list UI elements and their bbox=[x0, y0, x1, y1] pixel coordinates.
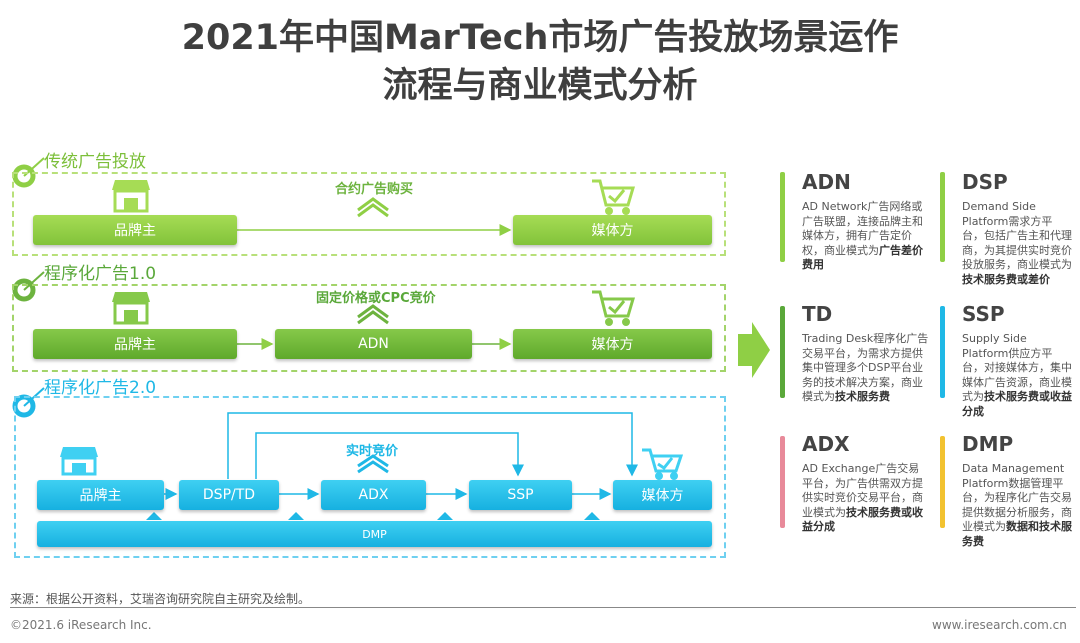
definition-dmp-color-bar bbox=[940, 436, 945, 528]
definition-dsp-desc: Demand Side Platform需求方平台，包括广告主和代理商，为其提供… bbox=[962, 200, 1072, 286]
definition-dmp-desc: Data Management Platform数据管理平台，为程序化广告交易提… bbox=[962, 462, 1072, 548]
definition-adn-color-bar bbox=[780, 172, 785, 262]
arrow-dsp-to-ssp-direct bbox=[255, 432, 524, 479]
node-media: 媒体方 bbox=[613, 480, 712, 510]
node-dmp: DMP bbox=[37, 521, 712, 547]
definition-dmp-term: DMP bbox=[962, 432, 1014, 456]
programmatic2-action-label: 实时竞价 bbox=[346, 444, 399, 459]
node-media: 媒体方 bbox=[513, 329, 712, 359]
section-programmatic1-frame bbox=[12, 284, 726, 372]
shopping-cart-icon bbox=[592, 290, 636, 326]
definition-dsp-color-bar bbox=[940, 172, 945, 262]
chevron-up-icon bbox=[357, 304, 389, 325]
dmp-connector-icon bbox=[584, 512, 600, 520]
shop-icon bbox=[60, 447, 98, 476]
node-adx: ADX bbox=[321, 480, 426, 510]
programmatic1-action-label: 固定价格或CPC竞价 bbox=[316, 291, 436, 306]
definition-td-term: TD bbox=[802, 302, 833, 326]
arrow-dsp-to-media-direct bbox=[227, 412, 638, 479]
node-ssp: SSP bbox=[469, 480, 572, 510]
node-brand: 品牌主 bbox=[37, 480, 164, 510]
shop-icon bbox=[112, 292, 150, 325]
section-programmatic2-label: 程序化广告2.0 bbox=[44, 378, 157, 398]
definition-ssp-term: SSP bbox=[962, 302, 1005, 326]
node-brand: 品牌主 bbox=[33, 215, 237, 245]
definition-td-desc: Trading Desk程序化广告交易平台，为需求方提供集中管理多个DSP平台业… bbox=[802, 332, 929, 404]
node-adn: ADN bbox=[275, 329, 472, 359]
dmp-connector-icon bbox=[146, 512, 162, 520]
footer-divider bbox=[10, 607, 1076, 608]
definition-ssp-color-bar bbox=[940, 306, 945, 398]
section-programmatic1-label: 程序化广告1.0 bbox=[44, 264, 157, 284]
definition-td-color-bar bbox=[780, 306, 785, 398]
copyright: ©2021.6 iResearch Inc. bbox=[10, 618, 152, 632]
definition-adx-color-bar bbox=[780, 436, 785, 528]
shopping-cart-icon bbox=[592, 179, 636, 215]
source-note: 来源：根据公开资料，艾瑞咨询研究院自主研究及绘制。 bbox=[10, 592, 311, 606]
definition-dsp-term: DSP bbox=[962, 170, 1008, 194]
section-programmatic2-frame bbox=[14, 396, 726, 558]
definition-adn-term: ADN bbox=[802, 170, 851, 194]
definition-adn-desc: AD Network广告网络或广告联盟，连接品牌主和媒体方，拥有广告定价权，商业… bbox=[802, 200, 923, 272]
section-traditional-label: 传统广告投放 bbox=[44, 152, 146, 172]
definition-ssp-desc: Supply Side Platform供应方平台，对接媒体方，集中媒体广告资源… bbox=[962, 332, 1072, 418]
arrow-right-icon bbox=[738, 322, 770, 378]
node-brand: 品牌主 bbox=[33, 329, 237, 359]
definition-adx-term: ADX bbox=[802, 432, 850, 456]
website-link[interactable]: www.iresearch.com.cn bbox=[932, 618, 1067, 632]
shop-icon bbox=[112, 180, 150, 213]
page-title-line2: 流程与商业模式分析 bbox=[382, 66, 698, 106]
node-media: 媒体方 bbox=[513, 215, 712, 245]
section-programmatic1-icon bbox=[12, 271, 45, 302]
dmp-connector-icon bbox=[288, 512, 304, 520]
node-dsp-td: DSP/TD bbox=[179, 480, 279, 510]
dmp-connector-icon bbox=[437, 512, 453, 520]
page-title-line1: 2021年中国MarTech市场广告投放场景运作 bbox=[181, 18, 899, 58]
shopping-cart-icon bbox=[642, 448, 684, 480]
section-traditional-frame bbox=[12, 172, 726, 256]
chevron-up-icon bbox=[357, 197, 389, 218]
definition-adx-desc: AD Exchange广告交易平台，为广告供需双方提供实时竞价交易平台，商业模式… bbox=[802, 462, 923, 534]
traditional-action-label: 合约广告购买 bbox=[335, 182, 414, 197]
chevron-up-icon bbox=[357, 454, 389, 474]
